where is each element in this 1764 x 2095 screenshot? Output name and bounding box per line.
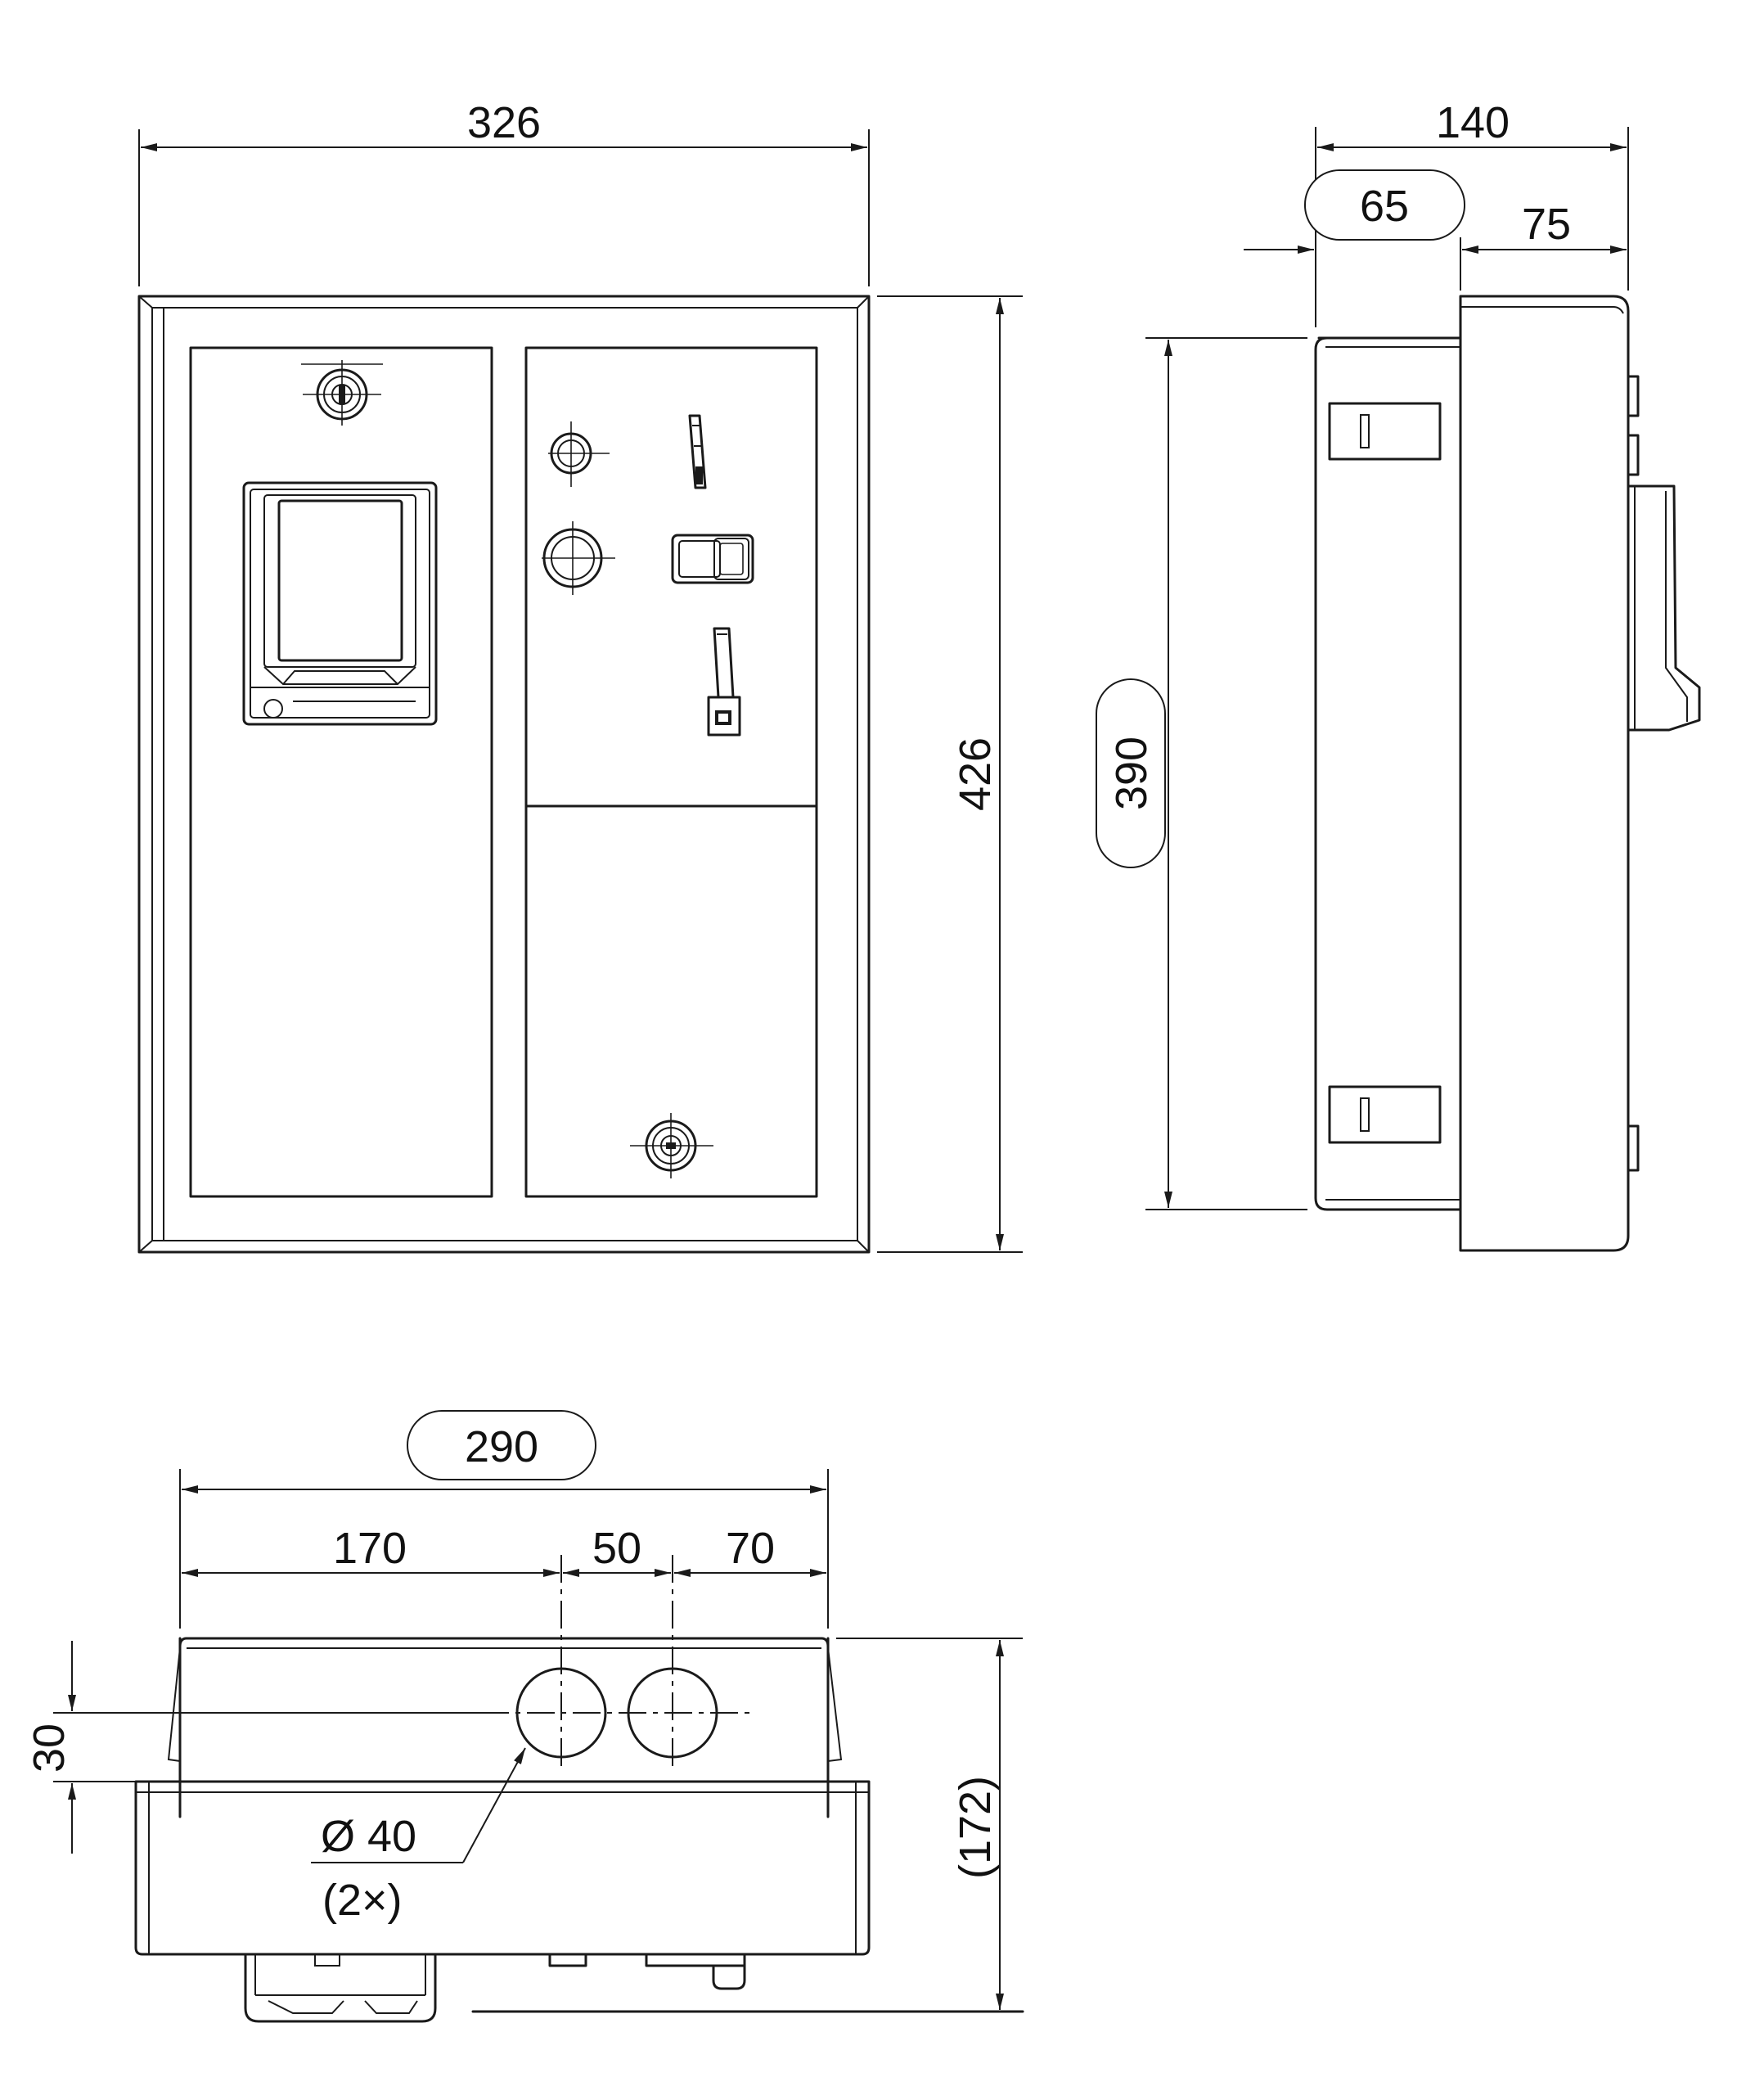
bottom-view: 290 170 50 70 30 Ø 40 (2×) (172) <box>25 1410 1024 2023</box>
side-height-bubble <box>1096 678 1166 868</box>
indicator-lamp-1-icon <box>548 421 610 487</box>
side-mount-slot-bottom-mark <box>1360 1097 1370 1132</box>
front-right-panel <box>524 346 818 1198</box>
bottom-vert-offset-dim: 30 <box>25 1723 74 1773</box>
bottom-display-tab <box>314 1953 340 1967</box>
front-frame-corners <box>138 295 870 1253</box>
side-height-dim: 390 <box>1107 737 1156 810</box>
indicator-lamp-2-icon <box>542 521 615 595</box>
bottom-width-bubble <box>407 1410 596 1480</box>
side-display-protrusion <box>1627 484 1701 732</box>
side-rear-body <box>1314 336 1462 1211</box>
bottom-display-feet <box>268 2000 418 2014</box>
hole-count-dim: (2×) <box>322 1876 403 1925</box>
bottom-spacing-dim: 50 <box>592 1524 641 1573</box>
top-lock-icon <box>301 360 383 426</box>
front-width-dim: 326 <box>467 98 541 147</box>
side-front-cover <box>1459 295 1630 1252</box>
bottom-knob-1 <box>548 1953 587 1967</box>
bottom-width-dim: 290 <box>465 1422 538 1471</box>
side-depth-front-dim: 65 <box>1360 182 1409 231</box>
front-left-panel <box>189 346 493 1198</box>
side-display-detail <box>1634 486 1688 730</box>
bottom-display-protrusion <box>244 1953 437 2023</box>
rocker-switch-icon <box>671 534 754 584</box>
front-inner-frame <box>151 307 858 1241</box>
side-knob-3 <box>1627 1124 1640 1172</box>
side-mount-slot-top-mark <box>1360 414 1370 448</box>
front-height-dim: 426 <box>951 737 1000 811</box>
bottom-lock-icon <box>630 1113 713 1178</box>
hole-leader-line <box>462 1747 526 1863</box>
side-depth-rear-dim: 75 <box>1522 200 1571 249</box>
bottom-edge-dim: 70 <box>726 1524 775 1573</box>
side-depth-front-bubble <box>1304 169 1465 241</box>
side-knob-2 <box>1627 434 1640 476</box>
side-mount-slot-bottom <box>1328 1085 1442 1144</box>
lever-switch-icon <box>707 627 741 737</box>
bottom-display-protrusion-inner <box>254 1954 426 1996</box>
bottom-knob-2 <box>645 1953 746 1967</box>
bottom-offset-dim: 170 <box>333 1524 407 1573</box>
display-window <box>242 481 438 726</box>
side-knob-1 <box>1627 375 1640 417</box>
side-front-cover-edge <box>1460 306 1624 314</box>
bottom-front-cover <box>134 1780 871 1956</box>
bottom-rear-box-sides <box>178 1637 830 1818</box>
hole-diameter-dim: Ø 40 <box>321 1812 416 1861</box>
bottom-clip-right <box>827 1647 843 1762</box>
bottom-clip-left <box>167 1647 181 1762</box>
small-toggle-icon <box>688 414 707 489</box>
front-view: 326 426 <box>137 98 1023 1254</box>
side-mount-slot-top <box>1328 402 1442 461</box>
bottom-depth-dim: (172) <box>951 1776 1000 1879</box>
side-depth-total-dim: 140 <box>1436 98 1510 147</box>
side-view: 140 65 75 390 <box>1096 98 1701 1252</box>
front-outer-frame <box>137 295 871 1254</box>
bottom-knob-3 <box>712 1964 746 1990</box>
